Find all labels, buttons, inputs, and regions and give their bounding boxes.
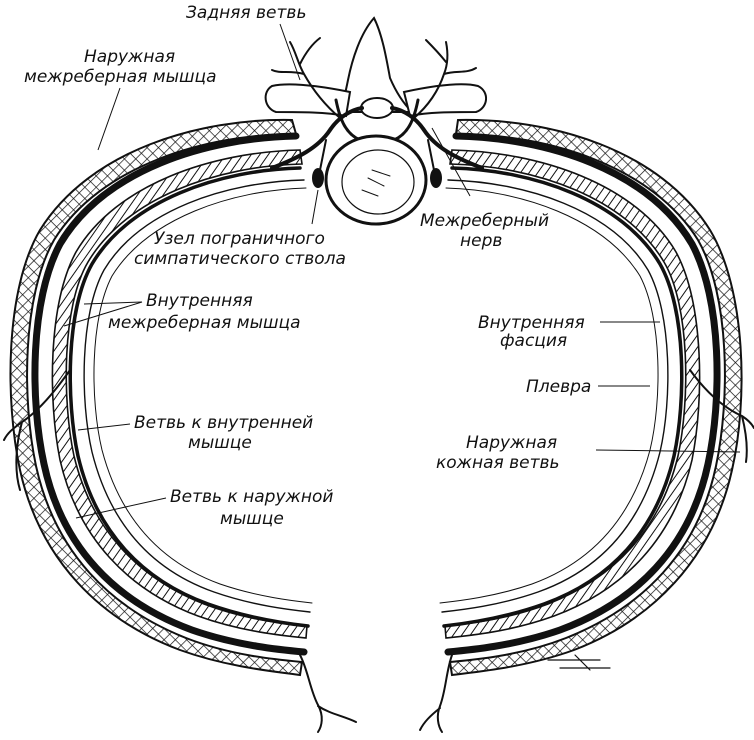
label-internal-intercostal-line1: Внутренняя <box>146 291 253 311</box>
label-intercostal-nerve-line1: Межреберный <box>420 211 549 231</box>
vertebral-body-inner <box>341 149 415 215</box>
vertebral-body <box>324 134 428 226</box>
right-internal-hatched-layer <box>444 149 701 639</box>
left-anterior-nerve-end <box>299 654 357 733</box>
vertebra <box>264 16 487 226</box>
left-external-intercostal-band <box>31 132 308 656</box>
left-spinal-nerve <box>270 106 364 170</box>
label-internal-fascia-line1: Внутренняя <box>478 313 585 333</box>
right-internal-fascia-line <box>441 179 669 613</box>
label-intercostal-nerve-line2: нерв <box>460 231 502 251</box>
left-outer-hatched-layer <box>9 118 304 677</box>
right-spinal-nerve <box>390 106 484 170</box>
label-external-intercostal-line1: Наружная <box>84 47 175 67</box>
label-ganglion-line2: симпатического ствола <box>134 249 346 269</box>
label-internal-intercostal-line2: межреберная мышца <box>108 313 301 333</box>
left-posterior-branch <box>271 37 341 119</box>
left-chest-wall <box>3 118 357 733</box>
spinal-cord <box>360 97 394 119</box>
right-anterior-nerve-end <box>419 654 453 733</box>
left-ganglion-connection <box>319 139 327 171</box>
label-branch-internal-line2: мышце <box>188 433 252 453</box>
label-external-cutaneous-line2: кожная ветвь <box>436 453 560 473</box>
left-intercostal-nerve-line <box>68 166 310 628</box>
label-ganglion-line1: Узел пограничного <box>154 229 325 249</box>
left-pleura-line <box>93 187 313 604</box>
label-branch-external-line2: мышце <box>220 509 284 529</box>
left-internal-fascia-line <box>83 179 311 613</box>
label-external-cutaneous-line1: Наружная <box>466 433 557 453</box>
vertebral-body-texture <box>361 169 391 197</box>
right-outer-hatched-layer <box>448 118 743 677</box>
label-external-intercostal-line2: межреберная мышца <box>24 67 217 87</box>
right-posterior-branch <box>413 39 477 119</box>
left-lateral-cutaneous-branch <box>3 369 71 491</box>
right-ganglion-connection <box>427 139 435 171</box>
label-branch-internal-line1: Ветвь к внутренней <box>134 413 313 433</box>
right-lateral-cutaneous-branch <box>689 369 754 463</box>
label-pleura: Плевра <box>526 377 591 397</box>
label-posterior-branch: Задняя ветвь <box>186 3 306 23</box>
right-sternal-marks <box>547 654 611 671</box>
label-branch-external-line1: Ветвь к наружной <box>170 487 333 507</box>
right-sympathetic-ganglion <box>430 168 442 188</box>
leader-lines <box>63 23 741 519</box>
left-sympathetic-ganglion <box>312 168 324 188</box>
label-internal-fascia-line2: фасция <box>500 331 567 351</box>
right-external-intercostal-band <box>444 132 721 656</box>
right-pleura-line <box>439 187 659 604</box>
left-internal-hatched-layer <box>51 149 308 639</box>
right-intercostal-nerve-line <box>442 166 684 628</box>
labels: Задняя ветвь Наружная межреберная мышца … <box>24 3 591 529</box>
right-chest-wall <box>419 118 754 733</box>
